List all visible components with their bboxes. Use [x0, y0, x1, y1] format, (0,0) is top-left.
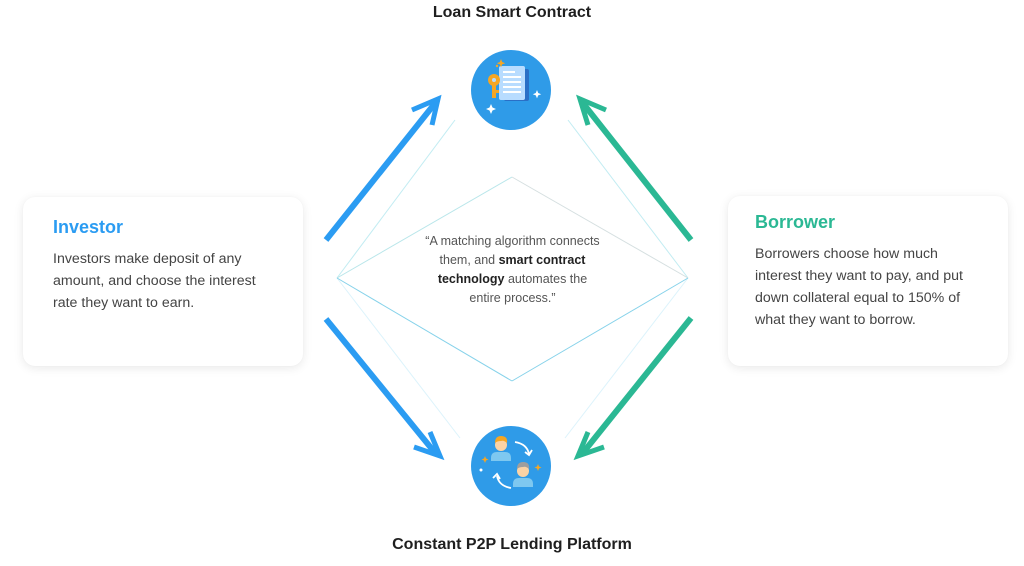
quote-bold-2: technology	[437, 272, 505, 286]
platform-title: Constant P2P Lending Platform	[392, 536, 632, 553]
inner-diamond-edge	[336, 176, 513, 279]
arrow-borrower-to-platform	[573, 316, 694, 461]
quote-text-1: “A matching algorithm connects them, and	[425, 234, 600, 267]
borrower-card: Borrower Borrowers choose how much inter…	[728, 196, 1008, 366]
quote-text-2: automates the entire process.”	[469, 272, 588, 305]
borrower-description: Borrowers choose how much interest they …	[755, 246, 963, 328]
investor-card: Investor Investors make deposit of any a…	[23, 197, 303, 366]
arrow-investor-to-platform	[323, 317, 445, 461]
outer-diamond-edge	[564, 277, 689, 439]
inner-diamond-edge	[511, 277, 689, 382]
outer-diamond	[336, 119, 689, 439]
outer-diamond-edge	[336, 119, 456, 279]
investor-description: Investors make deposit of any amount, an…	[53, 251, 256, 311]
arrow-investor-to-contract	[323, 94, 442, 242]
inner-diamond-edge	[511, 176, 689, 279]
arrow-borrower-to-contract	[576, 94, 694, 242]
outer-diamond-edge	[336, 277, 461, 439]
outer-diamond-edge	[567, 119, 689, 279]
inner-diamond-edge	[336, 277, 513, 382]
center-quote: “A matching algorithm connects them, and…	[425, 232, 600, 308]
quote-bold-1: smart contract	[498, 253, 586, 267]
loan-smart-contract-title: Loan Smart Contract	[432, 4, 592, 21]
users-exchange-icon	[471, 426, 551, 506]
contract-key-icon	[471, 50, 551, 130]
borrower-heading: Borrower	[755, 212, 836, 232]
inner-diamond	[336, 176, 689, 382]
investor-heading: Investor	[53, 217, 124, 237]
